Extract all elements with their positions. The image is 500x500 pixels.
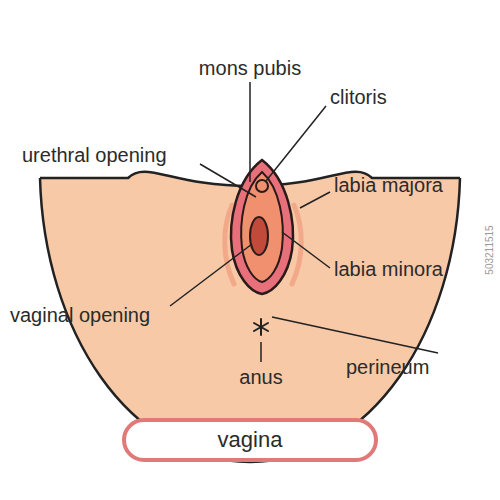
- title-text: vagina: [218, 427, 283, 453]
- part-label: labia minora: [334, 258, 443, 280]
- part-label: mons pubis: [199, 57, 301, 79]
- anus-symbol: [254, 319, 268, 335]
- vaginal-opening-shape: [250, 217, 268, 255]
- part-label: labia majora: [334, 174, 443, 196]
- part-label: anus: [239, 366, 282, 388]
- part-label: perineum: [346, 356, 429, 378]
- labia-minora-shape: [241, 172, 283, 282]
- part-label: urethral opening: [22, 144, 167, 166]
- leader-lines: [170, 82, 438, 362]
- watermark: 503211515: [484, 225, 496, 274]
- clitoris-shape: [256, 180, 268, 192]
- title-pill: vagina: [122, 418, 378, 462]
- part-label: clitoris: [330, 86, 387, 108]
- part-label: vaginal opening: [10, 304, 150, 326]
- labia-majora-shape: [231, 160, 293, 294]
